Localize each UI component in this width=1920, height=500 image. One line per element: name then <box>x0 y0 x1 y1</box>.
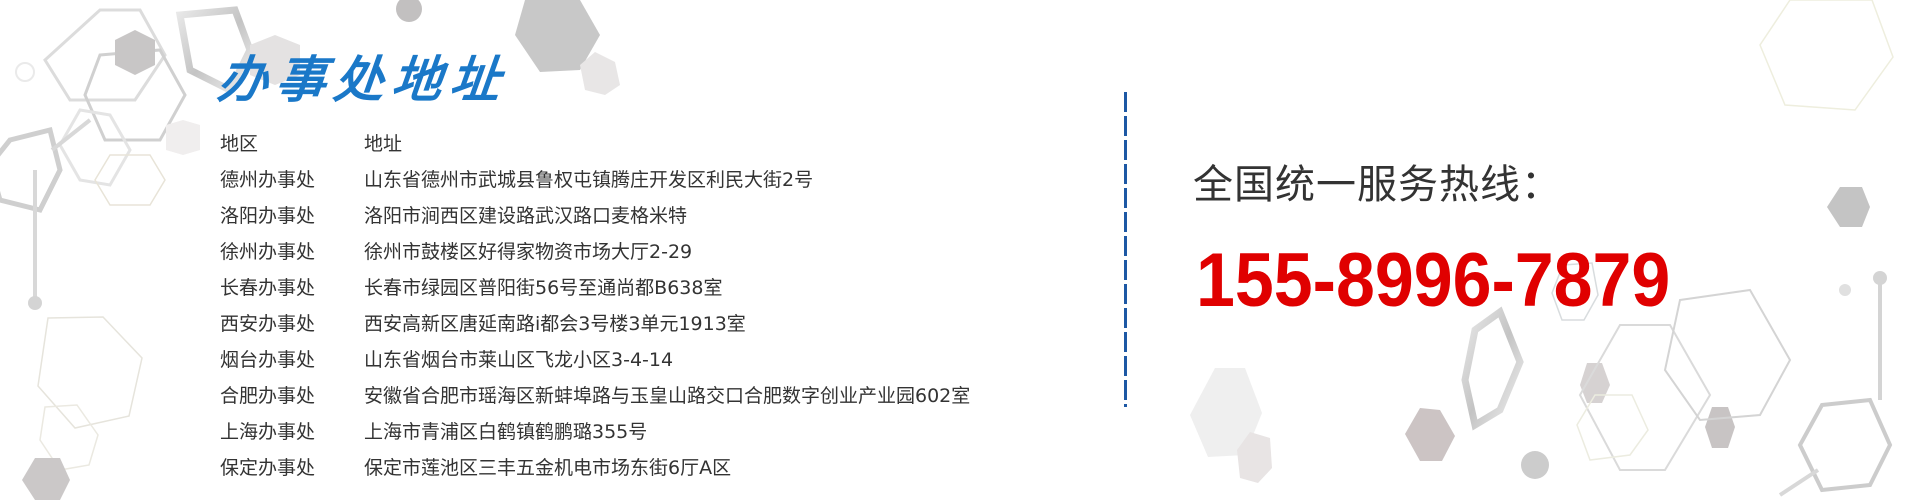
region-cell: 徐州办事处 <box>220 241 316 263</box>
region-cell: 上海办事处 <box>220 421 316 443</box>
page-title: 办事处地址 <box>214 50 512 109</box>
office-address-table: 地区 地址 德州办事处 山东省德州市武城县鲁权屯镇腾庄开发区利民大街2号 洛阳办… <box>220 130 970 490</box>
column-header-address: 地址 <box>364 133 403 155</box>
vertical-dashed-divider <box>1124 92 1127 407</box>
table-row: 洛阳办事处 洛阳市涧西区建设路武汉路口麦格米特 <box>220 202 970 238</box>
address-cell: 西安高新区唐延南路i都会3号楼3单元1913室 <box>364 313 746 335</box>
column-header-region: 地区 <box>220 133 259 155</box>
table-row: 保定办事处 保定市莲池区三丰五金机电市场东街6厅A区 <box>220 454 970 490</box>
hexagon-icon <box>0 6 254 213</box>
region-cell: 保定办事处 <box>220 457 316 479</box>
region-cell: 洛阳办事处 <box>220 205 316 227</box>
address-cell: 保定市莲池区三丰五金机电市场东街6厅A区 <box>364 457 732 479</box>
table-row: 长春办事处 长春市绿园区普阳街56号至通尚都B638室 <box>220 274 970 310</box>
table-row: 烟台办事处 山东省烟台市莱山区飞龙小区3-4-14 <box>220 346 970 382</box>
address-cell: 山东省烟台市莱山区飞龙小区3-4-14 <box>364 349 674 371</box>
table-row: 上海办事处 上海市青浦区白鹤镇鹤鹏璐355号 <box>220 418 970 454</box>
table-row: 合肥办事处 安徽省合肥市瑶海区新蚌埠路与玉皇山路交口合肥数字创业产业园602室 <box>220 382 970 418</box>
address-cell: 长春市绿园区普阳街56号至通尚都B638室 <box>364 277 723 299</box>
table-row: 德州办事处 山东省德州市武城县鲁权屯镇腾庄开发区利民大街2号 <box>220 166 970 202</box>
address-cell: 徐州市鼓楼区好得家物资市场大厅2-29 <box>364 241 693 263</box>
region-cell: 德州办事处 <box>220 169 316 191</box>
address-cell: 山东省德州市武城县鲁权屯镇腾庄开发区利民大街2号 <box>364 169 814 191</box>
address-cell: 安徽省合肥市瑶海区新蚌埠路与玉皇山路交口合肥数字创业产业园602室 <box>364 385 971 407</box>
address-cell: 洛阳市涧西区建设路武汉路口麦格米特 <box>364 205 688 227</box>
hotline-label: 全国统一服务热线： <box>1193 162 1562 208</box>
hotline-phone-number[interactable]: 155-8996-7879 <box>1196 238 1671 323</box>
region-cell: 合肥办事处 <box>220 385 316 407</box>
address-cell: 上海市青浦区白鹤镇鹤鹏璐355号 <box>364 421 648 443</box>
region-cell: 烟台办事处 <box>220 349 316 371</box>
region-cell: 西安办事处 <box>220 313 316 335</box>
table-row: 徐州办事处 徐州市鼓楼区好得家物资市场大厅2-29 <box>220 238 970 274</box>
table-row: 西安办事处 西安高新区唐延南路i都会3号楼3单元1913室 <box>220 310 970 346</box>
table-header-row: 地区 地址 <box>220 130 970 166</box>
region-cell: 长春办事处 <box>220 277 316 299</box>
